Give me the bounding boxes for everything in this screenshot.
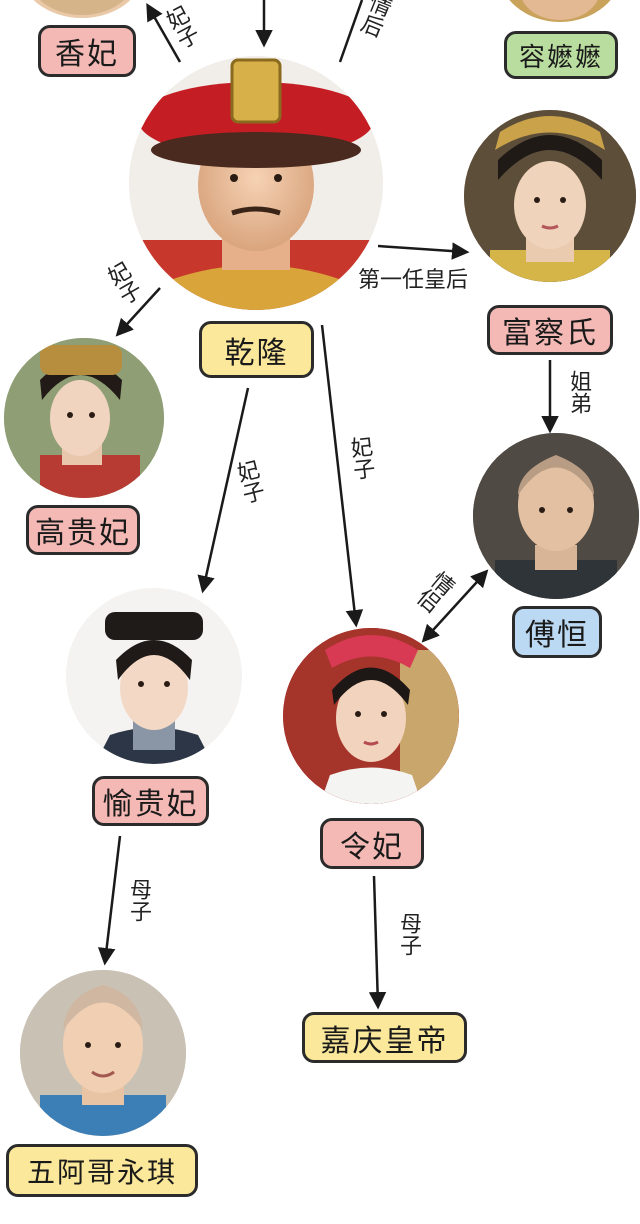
relation-lingfei-jiaqing: 母子 [396, 912, 421, 956]
relation-yuguifei-wuage: 母子 [126, 878, 151, 922]
label-gaoguifei: 高贵妃 [26, 505, 140, 555]
arrow-yuguifei-wuage [97, 835, 122, 966]
label-yuguifei: 愉贵妃 [92, 776, 209, 826]
lingfei-portrait [283, 628, 459, 804]
xiangfei-portrait-partial [33, 0, 131, 18]
relation-fucha-fuheng: 姐弟 [566, 370, 591, 414]
label-lingfei: 令妃 [320, 818, 424, 869]
rong-momo-portrait-partial [509, 0, 611, 22]
relation-qianlong-fucha: 第一任皇后 [358, 268, 469, 293]
label-fuheng: 傅恒 [512, 606, 602, 658]
line-top-partial [338, 0, 364, 63]
fucha-portrait [464, 110, 636, 282]
arrow-qianlong-yuguifei [197, 387, 250, 594]
arrow-lingfei-jiaqing [368, 875, 387, 1010]
relation-qianlong-lingfei: 妃子 [345, 434, 376, 482]
label-rong-momo: 容嬷嬷 [504, 31, 618, 79]
arrow-qianlong-lingfei [320, 324, 364, 628]
label-xiangfei: 香妃 [38, 25, 136, 77]
label-jiaqing: 嘉庆皇帝 [302, 1012, 467, 1063]
qianlong-portrait [129, 56, 383, 310]
arrow-fuheng-lingfei [421, 569, 489, 643]
label-wuage: 五阿哥永琪 [6, 1144, 198, 1197]
yu-guifei-portrait [66, 588, 242, 764]
wuage-portrait [20, 970, 186, 1136]
gao-guifei-portrait [4, 338, 164, 498]
arrow-qianlong-gaoguifei [115, 287, 161, 337]
arrow-qianlong-xiangfei [146, 2, 182, 63]
arrow-qianlong-fucha [377, 242, 470, 260]
label-fucha: 富察氏 [487, 305, 613, 355]
fuheng-portrait [473, 433, 639, 599]
label-qianlong: 乾隆 [199, 321, 314, 378]
